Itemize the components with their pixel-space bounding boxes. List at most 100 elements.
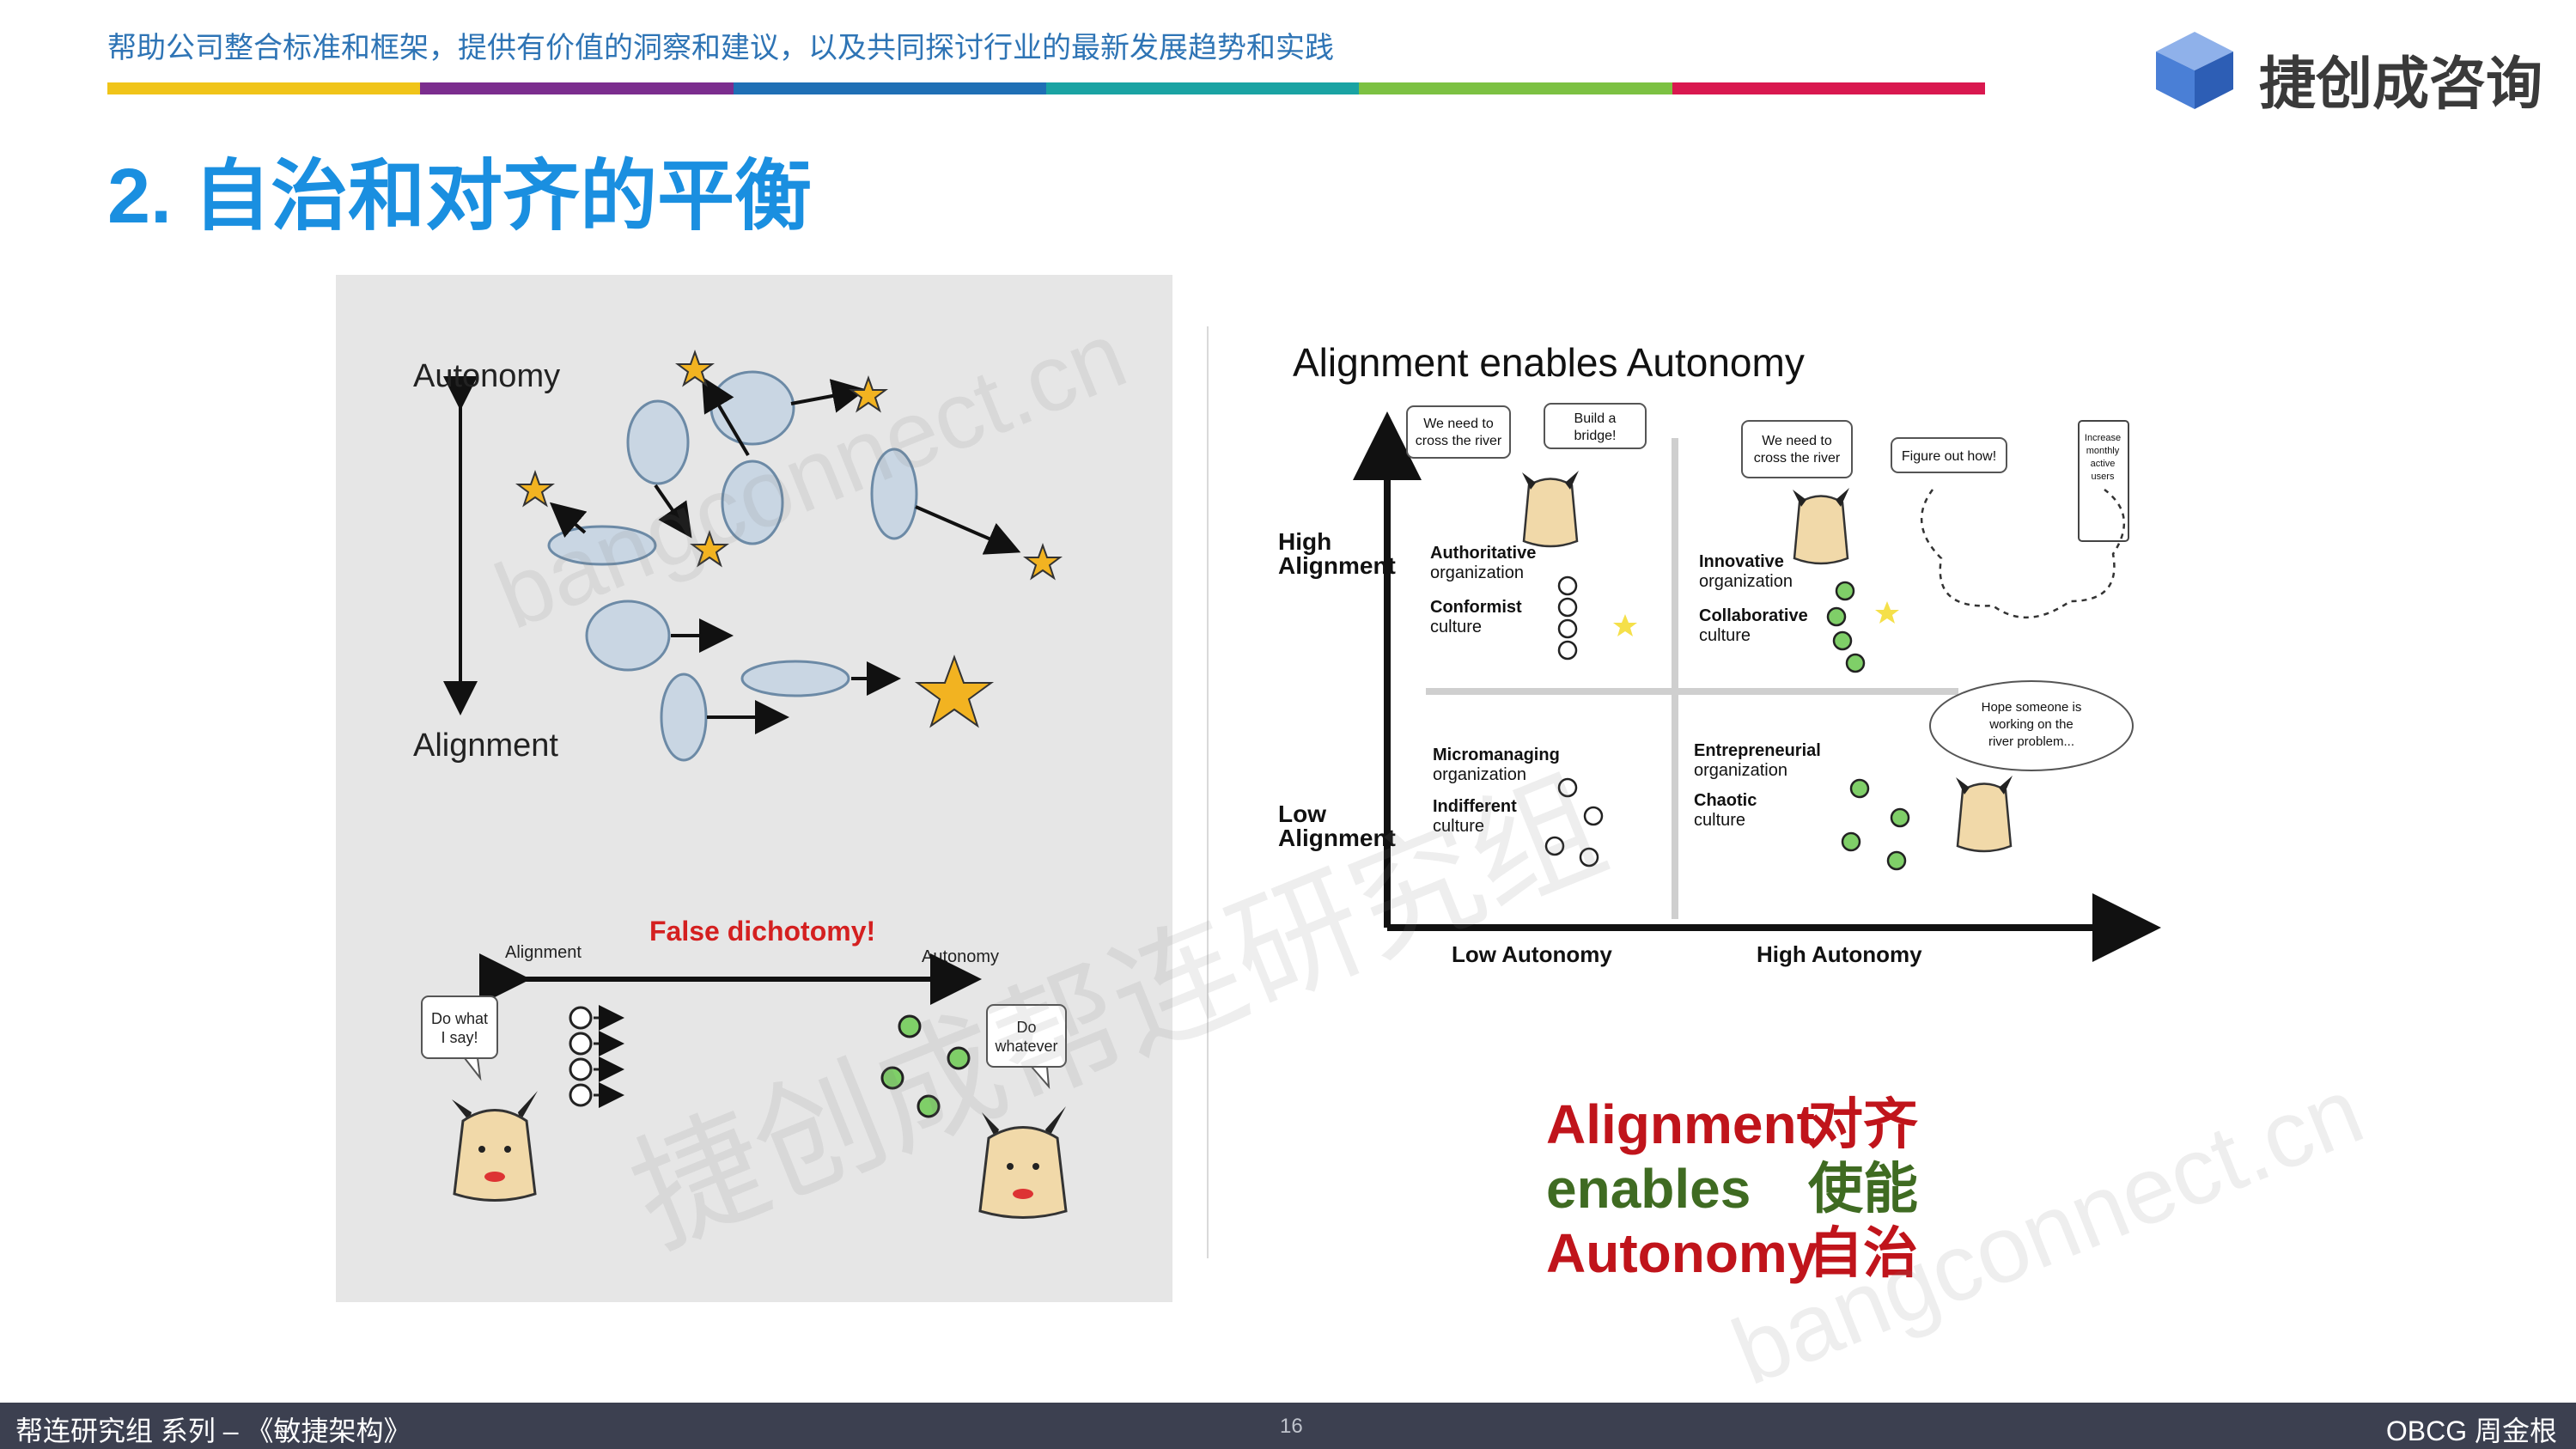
summary-enables-zh: 使能 — [1808, 1158, 1918, 1220]
stripe-segment-blue — [733, 82, 1046, 94]
bubble-hope-line-3: river problem... — [1988, 734, 2074, 749]
speech-bubble-do-what-i-say: Do what I say! — [421, 995, 498, 1081]
axis-label-autonomy: Autonomy — [413, 358, 560, 394]
footer-series: 帮连研究组 系列 – 《敏捷架构》 — [15, 1416, 411, 1446]
summary-alignment-en: Alignment — [1546, 1093, 1815, 1155]
bubble-hope-line-2: working on the — [1988, 717, 2074, 732]
summary-autonomy-en: Autonomy — [1546, 1222, 1818, 1284]
bubble-river-2-line-2: cross the river — [1754, 451, 1841, 466]
speech-bubble-do-whatever: Do whatever — [986, 1004, 1067, 1089]
team-groups — [547, 370, 918, 762]
quadrant-bottom-left: Micromanaging organization Indifferent c… — [1433, 746, 1560, 836]
y-label-high-1: High — [1278, 528, 1331, 555]
team-group — [721, 460, 784, 545]
x-label-high: High Autonomy — [1757, 941, 1922, 967]
star-icon — [515, 470, 555, 508]
autonomous-team-members — [880, 1014, 971, 1118]
boss-character-left — [452, 1091, 538, 1202]
bubble-river-1-line-1: We need to — [1423, 417, 1494, 431]
q-br-line-4: culture — [1694, 811, 1745, 830]
bubble-right-line-1: Do — [1016, 1019, 1036, 1036]
bubble-bridge-line-2: bridge! — [1574, 429, 1617, 443]
speech-bubble-figure-out: Figure out how! — [1891, 437, 2007, 473]
star-icon — [914, 654, 995, 728]
q-bl-line-1: Micromanaging — [1433, 746, 1560, 764]
panel-divider — [1207, 326, 1209, 1258]
scroll-line-1: Increase — [2085, 433, 2121, 443]
slide-title: 2. 自治和对齐的平衡 — [107, 154, 813, 240]
thought-cloud-hope: Hope someone is working on the river pro… — [1929, 680, 2134, 771]
star-icon — [690, 530, 729, 568]
team-group — [660, 673, 708, 762]
scroll-line-3: active — [2091, 459, 2116, 469]
scroll-line-2: monthly — [2086, 446, 2120, 456]
q-tr-line-3: Collaborative — [1699, 606, 1808, 625]
q-br-line-3: Chaotic — [1694, 791, 1757, 810]
q-tl-line-2: organization — [1430, 563, 1524, 582]
stripe-segment-yellow — [107, 82, 421, 94]
autonomy-alignment-figure: Autonomy Alignment — [413, 350, 1068, 1219]
star-icon — [849, 375, 888, 413]
chaotic-team-icons — [1841, 778, 1910, 871]
stripe-segment-green — [1359, 82, 1672, 94]
header-tagline: 帮助公司整合标准和框架，提供有价值的洞察和建议，以及共同探讨行业的最新发展趋势和… — [107, 32, 1334, 64]
bubble-left-line-2: I say! — [441, 1029, 478, 1046]
q-tl-line-3: Conformist — [1430, 598, 1522, 617]
bubble-hope-line-1: Hope someone is — [1982, 700, 2082, 715]
figure-title: Alignment enables Autonomy — [1293, 340, 1805, 385]
star-icon — [675, 350, 715, 387]
star-icon — [1613, 614, 1637, 636]
team-group — [740, 660, 850, 697]
q-br-line-2: organization — [1694, 761, 1787, 780]
company-logo: 捷创成咨询 — [2147, 27, 2551, 115]
collaborative-team-icons — [1826, 581, 1866, 673]
thought-cloud — [1920, 489, 2126, 619]
quadrant-top-right: Innovative organization Collaborative cu… — [1699, 552, 1808, 645]
axis-label-alignment: Alignment — [413, 728, 558, 764]
stripe-segment-purple — [420, 82, 734, 94]
q-tr-line-4: culture — [1699, 626, 1751, 645]
bubble-figure-text: Figure out how! — [1902, 449, 1996, 464]
speech-bubble-cross-river-1: We need to cross the river — [1406, 405, 1511, 459]
team-group — [626, 399, 690, 485]
stripe-segment-red — [1672, 82, 1985, 94]
bubble-river-2-line-1: We need to — [1762, 434, 1832, 448]
q-tl-line-4: culture — [1430, 618, 1482, 636]
summary-alignment-zh: 对齐 — [1808, 1093, 1918, 1155]
footer-bar: 帮连研究组 系列 – 《敏捷架构》 16 OBCG 周金根 — [0, 1403, 2576, 1449]
y-label-low-1: Low — [1278, 801, 1326, 827]
boss-face-bottom-right — [1956, 776, 2013, 853]
aligned-team-members — [569, 1005, 624, 1108]
left-figure-panel: Autonomy Alignment — [336, 275, 1172, 1302]
star-icon — [1023, 543, 1063, 581]
direction-arrows — [549, 376, 1021, 734]
right-figure-panel: Alignment enables Autonomy High Alignmen… — [1254, 326, 2182, 996]
team-group — [870, 447, 918, 540]
quadrant-bottom-right: Entrepreneurial organization Chaotic cul… — [1694, 741, 1821, 830]
bubble-right-line-2: whatever — [994, 1038, 1057, 1055]
boss-face-top-right — [1793, 488, 1849, 565]
summary-autonomy-zh: 自治 — [1808, 1222, 1918, 1284]
q-bl-line-4: culture — [1433, 817, 1484, 836]
indifferent-team-icons — [1544, 777, 1604, 868]
speech-bubble-build-bridge: Build a bridge! — [1544, 403, 1647, 449]
header-color-stripe — [107, 82, 1985, 94]
goal-scroll: Increase monthly active users — [2078, 420, 2129, 542]
boss-face-top-left — [1522, 471, 1579, 548]
false-dichotomy-label: False dichotomy! — [649, 916, 875, 947]
y-label-high-2: Alignment — [1278, 552, 1396, 579]
q-tl-line-1: Authoritative — [1430, 544, 1536, 563]
logo-text: 捷创成咨询 — [2259, 52, 2543, 115]
q-br-line-1: Entrepreneurial — [1694, 741, 1821, 760]
summary-enables-en: enables — [1546, 1158, 1751, 1220]
y-label-low-2: Alignment — [1278, 825, 1396, 851]
scroll-line-4: users — [2092, 472, 2115, 482]
quadrant-top-left: Authoritative organization Conformist cu… — [1430, 544, 1536, 636]
conformist-team-icons — [1557, 575, 1578, 661]
bubble-left-line-1: Do what — [431, 1010, 488, 1027]
x-label-low: Low Autonomy — [1452, 941, 1612, 967]
q-tr-line-2: organization — [1699, 572, 1793, 591]
boss-character-right — [978, 1106, 1068, 1219]
bubble-river-1-line-2: cross the river — [1416, 434, 1502, 448]
q-bl-line-3: Indifferent — [1433, 797, 1517, 816]
